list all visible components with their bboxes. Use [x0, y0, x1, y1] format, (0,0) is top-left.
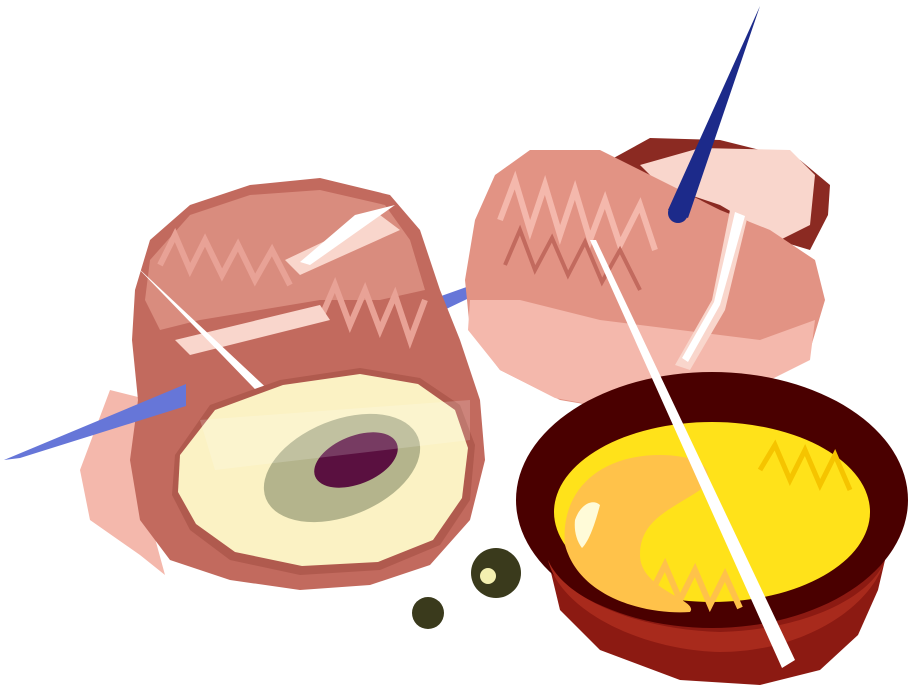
right-toothpick-icon	[668, 6, 760, 223]
left-meat-roll-icon	[80, 178, 485, 590]
white-toothpick-icon	[590, 240, 795, 668]
right-meat-roll-icon	[465, 138, 830, 410]
peppercorns-icon	[412, 548, 521, 629]
sauce-bowl-icon	[516, 372, 908, 685]
left-toothpick-front-icon	[4, 384, 186, 460]
